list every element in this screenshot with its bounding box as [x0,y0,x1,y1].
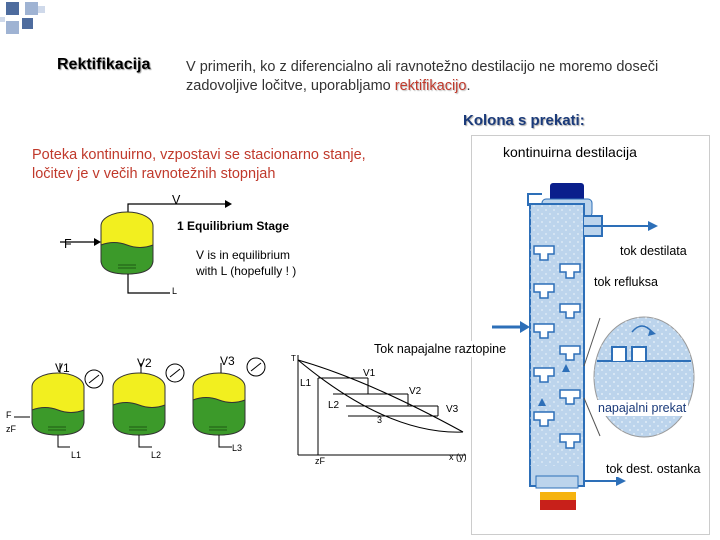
graph-label-x: x (y) [449,452,467,462]
multi-label-l3: L3 [232,443,243,453]
process-description: Poteka kontinuirno, vzpostavi se stacion… [32,147,366,182]
label-feed-flow: Tok napajalne raztopine [372,341,509,357]
stage-label-l: L [172,286,178,296]
intro-highlight: rektifikacijo [394,78,467,94]
single-stage-diagram [60,200,232,294]
multi-label-v2: V2 [137,356,152,370]
multi-label-v1: V1 [55,361,70,375]
equilibrium-graph [297,355,466,456]
multi-label-l1: L1 [71,450,82,460]
intro-text-end: . [466,78,471,94]
graph-step-label: 3 [377,415,383,425]
graph-label-v2: V2 [409,386,422,397]
stage-note-line2: with L (hopefully ! ) [196,264,297,278]
graph-label-l2: L2 [328,400,340,411]
corner-decoration [0,2,45,34]
intro-paragraph: V primerih, ko z diferencialno ali ravno… [186,58,706,96]
page-title: Rektifikacija [57,56,151,73]
label-distillate: tok destilata [618,243,689,259]
graph-label-v3: V3 [446,404,459,415]
graph-label-v1: V1 [363,368,376,379]
multi-label-zf: zF [6,424,16,434]
column-box-title: kontinuirna destilacija [501,143,639,161]
graph-label-t: T [291,354,296,363]
stage-title: 1 Equilibrium Stage [177,219,290,233]
intro-text: V primerih, ko z diferencialno ali ravno… [186,59,659,94]
multi-label-l2: L2 [151,450,162,460]
stage-label-f: F [64,237,72,251]
label-bottoms: tok dest. ostanka [604,461,703,477]
label-reflux: tok refluksa [592,274,660,290]
graph-label-l1: L1 [300,378,312,389]
multi-label-v3: V3 [220,354,235,368]
graph-label-zf: zF [315,456,325,466]
stage-note-line1: V is in equilibrium [196,248,291,262]
multi-stage-diagram [14,357,266,448]
column-heading: Kolona s prekati: [463,112,585,129]
column-illustration-frame [471,135,710,535]
stage-label-v: V [172,193,181,207]
label-feed-tray: napajalni prekat [596,400,689,416]
multi-label-f: F [6,410,12,420]
